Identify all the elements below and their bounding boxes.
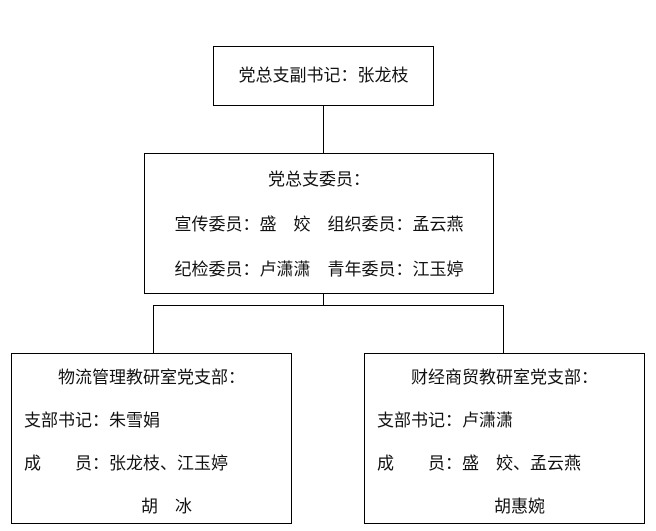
connector-vice-secretary-to-committee — [323, 106, 324, 153]
node-branch-logistics[interactable]: 物流管理教研室党支部： 支部书记：朱雪娟 成 员：张龙枝、江玉婷 胡 冰 — [11, 353, 292, 524]
connector-committee-stem — [323, 294, 324, 305]
branch-logistics-secretary: 支部书记：朱雪娟 — [24, 411, 160, 431]
branch-logistics-members: 成 员：张龙枝、江玉婷 — [24, 454, 228, 474]
connector-committee-bus — [153, 305, 504, 306]
branch-logistics-heading: 物流管理教研室党支部： — [58, 368, 245, 388]
branch-commerce-members-continued: 胡惠婉 — [494, 497, 545, 517]
connector-bus-to-branch-logistics — [153, 305, 154, 354]
node-branch-commerce[interactable]: 财经商贸教研室党支部： 支部书记：卢潇潇 成 员：盛 姣、孟云燕 胡惠婉 — [364, 353, 645, 524]
branch-commerce-heading: 财经商贸教研室党支部： — [411, 368, 598, 388]
connector-bus-to-branch-commerce — [503, 305, 504, 354]
node-committee-row-discipline: 纪检委员：卢潇潇 青年委员：江玉婷 — [174, 260, 464, 280]
node-vice-secretary-title: 党总支副书记：张龙枝 — [238, 65, 409, 86]
node-committee-row-publicity: 宣传委员：盛 姣 组织委员：孟云燕 — [174, 215, 464, 235]
node-committee-heading: 党总支委员： — [268, 170, 370, 190]
branch-logistics-members-continued: 胡 冰 — [141, 497, 192, 517]
branch-commerce-members: 成 员：盛 姣、孟云燕 — [377, 454, 581, 474]
node-committee[interactable]: 党总支委员： 宣传委员：盛 姣 组织委员：孟云燕 纪检委员：卢潇潇 青年委员：江… — [144, 153, 494, 294]
node-vice-secretary[interactable]: 党总支副书记：张龙枝 — [213, 46, 434, 106]
branch-commerce-secretary: 支部书记：卢潇潇 — [377, 411, 513, 431]
